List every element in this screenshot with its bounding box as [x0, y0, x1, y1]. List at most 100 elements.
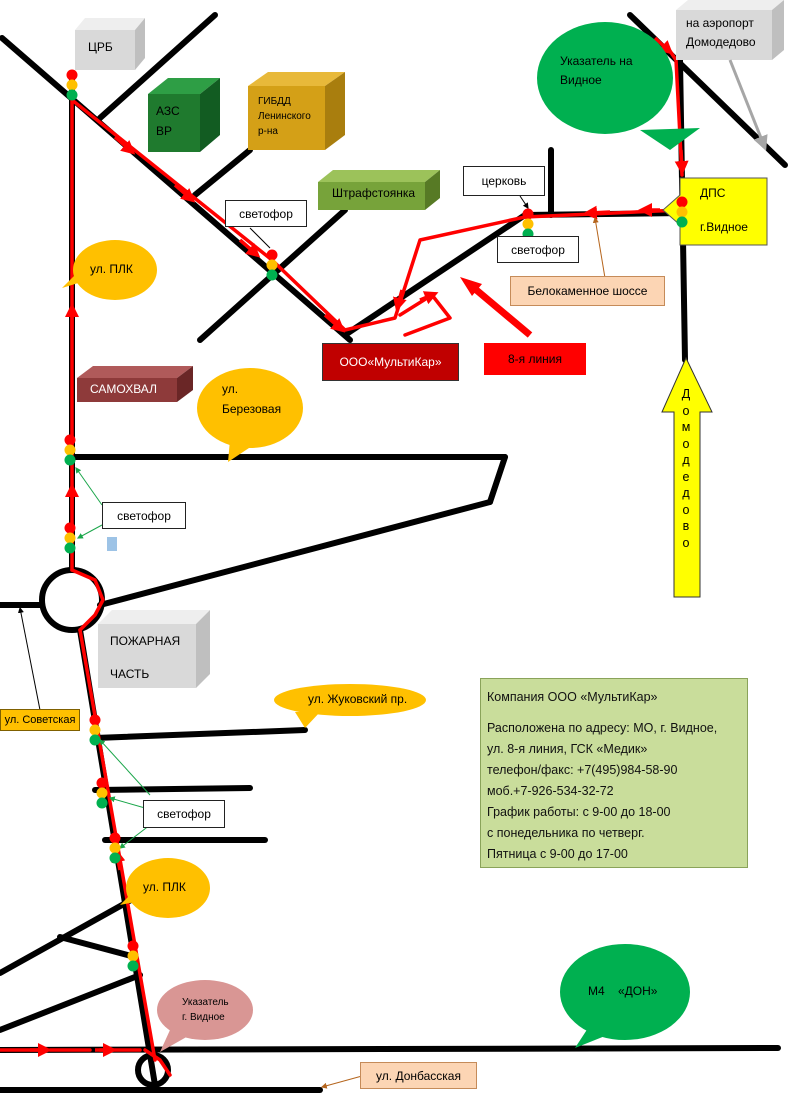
company-info-address-1: Расположена по адресу: МО, г. Видное, — [487, 721, 718, 735]
pointer-svetofor-mid-1 — [75, 467, 103, 506]
callout-plk-bottom — [120, 858, 210, 918]
road-church — [342, 212, 528, 338]
road-left-diag-2 — [57, 934, 138, 960]
domodedovo-letter: о — [682, 436, 690, 451]
pointer-svetofor-low-3 — [119, 824, 151, 849]
company-info-mobile: моб.+7-926-534-32-72 — [487, 784, 614, 798]
domodedovo-letter: Д — [681, 387, 691, 401]
sovetskaya-label: ул. Советская — [0, 709, 80, 731]
road-zhukovsky — [92, 727, 308, 741]
pointer-svetofor-low-2 — [108, 796, 146, 809]
building-crb — [75, 18, 145, 70]
route-west-inner — [398, 293, 452, 337]
zhukovsky-label: ул. Жуковский пр. — [308, 692, 408, 706]
traffic-light-icon — [109, 832, 121, 864]
ukazatel-bottom-label-2: г. Видное — [182, 1012, 225, 1023]
traffic-light-icon — [64, 434, 76, 466]
traffic-light-icon — [64, 522, 76, 554]
callout-zhukovsky — [274, 684, 426, 728]
multikar-sign: ООО«МультиКар» — [322, 343, 459, 381]
domodedovo-arrow — [661, 356, 713, 598]
company-info-panel: Компания ООО «МультиКар» Расположена по … — [480, 678, 748, 868]
company-info-title: Компания ООО «МультиКар» — [487, 690, 658, 704]
shtraf-label: Штрафстоянка — [332, 186, 416, 200]
berezovaya-label-2: Березовая — [222, 402, 282, 416]
ukazatel-bottom-label-1: Указатель — [182, 997, 229, 1008]
traffic-light-icon — [676, 196, 688, 228]
blue-marker — [107, 537, 117, 551]
liniya8-arrow — [465, 280, 533, 338]
route-round — [70, 568, 105, 632]
tserkov-label: церковь — [463, 166, 545, 196]
plk-top-label: ул. ПЛК — [90, 262, 133, 276]
domodedovo-letter: е — [682, 469, 690, 484]
gibdd-label-3: р-на — [258, 126, 278, 137]
ukazatel-vidnoe-label-2: Видное — [560, 73, 602, 87]
airport-label-2: Домодедово — [686, 35, 756, 49]
svetofor-label-low: светофор — [143, 800, 225, 828]
gibdd-label-1: ГИБДД — [258, 96, 291, 107]
liniya8-label: 8-я линия — [484, 343, 586, 375]
svetofor-label-mid: светофор — [102, 502, 186, 529]
pozharnaya-label-2: ЧАСТЬ — [110, 667, 150, 681]
ukazatel-vidnoe-label-1: Указатель на — [560, 54, 633, 68]
company-info-hours: График работы: с 9-00 до 18-00 — [487, 805, 671, 819]
domodedovo-letter: о — [682, 403, 690, 418]
airport-label-1: на аэропорт — [686, 16, 754, 30]
samokhval-label: САМОХВАЛ — [90, 382, 157, 396]
crb-label: ЦРБ — [88, 40, 113, 54]
building-azs — [148, 78, 220, 152]
road-crb — [97, 12, 218, 121]
road-diagonal-mid — [97, 499, 493, 608]
domodedovo-letter: д — [682, 486, 690, 500]
pozharnaya-label-1: ПОЖАРНАЯ — [110, 634, 181, 648]
route-arrows — [30, 36, 689, 1057]
domodedovo-letter: о — [682, 502, 690, 517]
building-samokhval — [77, 366, 193, 402]
building-gibdd — [248, 72, 345, 150]
pointer-belokamennoe — [592, 216, 606, 279]
callout-plk-top — [62, 240, 157, 300]
callout-ukazatel-bottom — [157, 980, 253, 1052]
company-info-address-2: ул. 8-я линия, ГСК «Медик» — [487, 742, 648, 756]
building-pozharnaya — [98, 610, 210, 688]
dps-label-1: ДПС — [700, 186, 726, 200]
domodedovo-letter: м — [681, 420, 691, 434]
m4-don-label: М4 «ДОН» — [588, 984, 658, 998]
traffic-light-icon — [66, 69, 78, 101]
airport-pointer — [728, 59, 768, 151]
callout-berezovaya — [197, 368, 303, 462]
traffic-light-icon — [127, 940, 139, 972]
domodedovo-letter: в — [682, 519, 690, 533]
callout-m4 — [560, 944, 690, 1048]
road-side-1 — [92, 785, 253, 793]
company-info-friday: Пятница с 9-00 до 17-00 — [487, 847, 628, 861]
domodedovo-letter: о — [682, 535, 690, 550]
svetofor-label-church: светофор — [497, 236, 579, 263]
belokamennoe-label: Белокаменное шоссе — [510, 276, 665, 306]
road-left-diag-1 — [0, 892, 143, 976]
callout-ukazatel-vidnoe — [537, 22, 700, 150]
plk-bottom-label: ул. ПЛК — [143, 880, 186, 894]
traffic-light-icon — [522, 208, 534, 240]
azs-label-2: BP — [156, 124, 173, 138]
svetofor-label-top: светофор — [225, 200, 307, 227]
traffic-light-icon — [266, 249, 278, 281]
pointer-tserkov — [519, 195, 529, 209]
company-info-days: с понедельника по четверг. — [487, 826, 645, 840]
road-gibdd — [192, 147, 253, 198]
traffic-light-icon — [89, 714, 101, 746]
road-left-diag-3 — [0, 972, 143, 1033]
road-top-diagonal — [0, 35, 353, 343]
dps-sign — [662, 177, 768, 246]
azs-label-1: АЗС — [156, 104, 180, 118]
company-info-phone: телефон/факс: +7(495)984-58-90 — [487, 763, 678, 777]
route-bottom-loop — [143, 1048, 172, 1077]
road-berezovaya-bend — [487, 454, 508, 505]
donbasskaya-label: ул. Донбасская — [360, 1062, 477, 1089]
building-airport — [676, 0, 784, 60]
domodedovo-letter: д — [682, 453, 690, 467]
dps-label-2: г.Видное — [700, 220, 748, 234]
